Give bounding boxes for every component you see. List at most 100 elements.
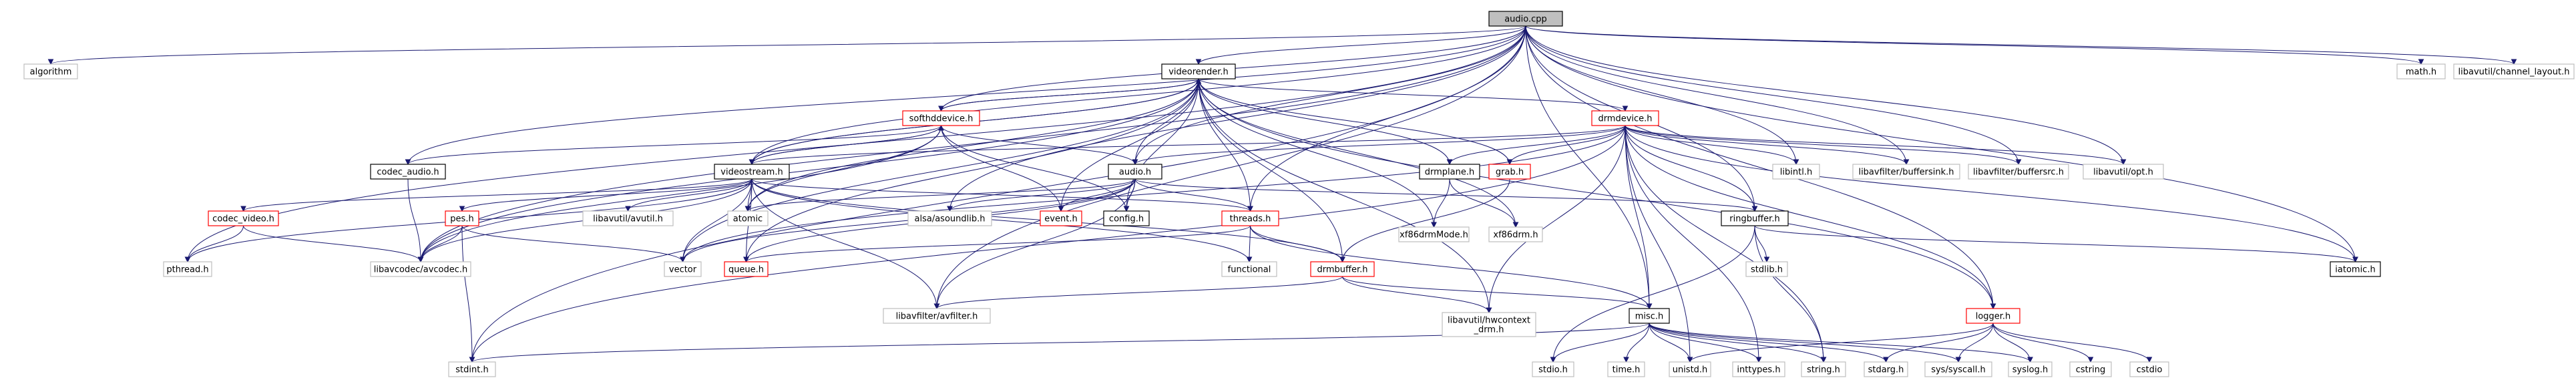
node-box: [727, 210, 769, 226]
edge-ringbuffer-to-iatomic: [1754, 225, 2358, 263]
node-label: xf86drmMode.h: [1400, 230, 1468, 240]
edge-videostream-to-avfilter: [751, 178, 940, 310]
node-label: libavfilter/buffersrc.h: [1973, 168, 2064, 178]
node-box: [1732, 361, 1785, 377]
node-codec-audio[interactable]: codec_audio.h: [370, 164, 446, 180]
node-vector: vector: [664, 261, 702, 277]
node-logger[interactable]: logger.h: [1966, 308, 2020, 324]
node-pes[interactable]: pes.h: [445, 210, 479, 226]
edges-layer: [47, 25, 2517, 363]
node-label: math.h: [2406, 67, 2436, 77]
edge-audio_cpp-to-avcodec: [417, 25, 1526, 263]
node-label: algorithm: [30, 67, 72, 77]
edge-drmplane-to-xf86drmmode: [1431, 178, 1450, 228]
node-queue[interactable]: queue.h: [724, 261, 769, 277]
edge-softhddevice-to-codec_audio: [405, 125, 941, 166]
node-syslog: syslog.h: [2008, 361, 2053, 377]
node-box: [2396, 63, 2446, 79]
node-box: [1852, 164, 1960, 180]
node-box: [2083, 164, 2164, 180]
edge-drmdevice-to-audio_h: [1132, 125, 1626, 166]
node-box: [1591, 110, 1659, 126]
node-label: cstdio: [2137, 365, 2163, 375]
edge-misc-to-syscall: [1649, 323, 1962, 363]
node-box: [582, 210, 674, 226]
node-label: stdarg.h: [1868, 365, 1904, 375]
node-box: [2129, 361, 2169, 377]
edge-codec_video-to-pthread: [184, 225, 244, 263]
node-label: string.h: [1807, 365, 1840, 375]
node-label: misc.h: [1635, 312, 1664, 322]
node-softhddevice[interactable]: softhddevice.h: [902, 110, 980, 126]
node-box: [1442, 312, 1536, 337]
edge-logger-to-cstdio: [1992, 323, 2153, 363]
edge-misc-to-time: [1623, 323, 1650, 363]
node-label: libavutil/hwcontext: [1448, 316, 1530, 326]
node-label: libavutil/opt.h: [2093, 168, 2153, 178]
node-label: pes.h: [450, 214, 473, 224]
node-videorender[interactable]: videorender.h: [1161, 63, 1236, 79]
edge-pes-to-vector: [461, 225, 686, 263]
node-label: logger.h: [1976, 312, 2011, 322]
node-box: [1398, 226, 1470, 242]
edge-logger-to-stdarg: [1883, 323, 1994, 363]
node-drmplane[interactable]: drmplane.h: [1419, 164, 1480, 180]
edge-videostream-to-threads: [751, 178, 1253, 212]
node-label: pthread.h: [166, 265, 208, 275]
node-threads[interactable]: threads.h: [1221, 210, 1279, 226]
node-drmbuffer[interactable]: drmbuffer.h: [1310, 261, 1375, 277]
node-ringbuffer[interactable]: ringbuffer.h: [1721, 210, 1789, 226]
node-box: [1801, 361, 1846, 377]
node-box: [445, 210, 479, 226]
node-atomic: atomic: [727, 210, 769, 226]
node-libintl: libintl.h: [1772, 164, 1820, 180]
edge-logger-to-unistd: [1687, 323, 1994, 363]
edge-threads-to-queue: [743, 225, 1251, 263]
edge-videostream-to-pes: [459, 178, 753, 212]
node-audio-h[interactable]: audio.h: [1108, 164, 1162, 180]
node-label: cstring: [2076, 365, 2105, 375]
node-stdint: stdint.h: [448, 361, 496, 377]
node-box: [1488, 226, 1543, 242]
node-box: [1721, 210, 1789, 226]
edge-audio_h-to-ringbuffer: [1134, 178, 1758, 212]
node-box: [208, 210, 279, 226]
node-label: grab.h: [1496, 168, 1524, 178]
edge-misc-to-stdint: [469, 323, 1650, 363]
node-box: [2330, 261, 2381, 277]
edge-audio_cpp-to-libintl: [1525, 25, 1799, 166]
node-iatomic[interactable]: iatomic.h: [2330, 261, 2381, 277]
node-label: videostream.h: [720, 168, 783, 178]
node-box: [23, 63, 78, 79]
edge-drmdevice-to-drmplane: [1446, 125, 1626, 166]
node-label: event.h: [1044, 214, 1077, 224]
node-grab[interactable]: grab.h: [1488, 164, 1531, 180]
node-box: [1310, 261, 1375, 277]
edge-videostream-to-codec_video: [240, 178, 753, 212]
node-misc[interactable]: misc.h: [1629, 308, 1670, 324]
edge-pes-to-stdint: [461, 225, 475, 363]
edge-misc-to-inttypes: [1649, 323, 1762, 363]
node-event[interactable]: event.h: [1040, 210, 1082, 226]
node-box: [714, 164, 790, 180]
node-box: [163, 261, 212, 277]
edge-logger-to-syslog: [1992, 323, 2033, 363]
edge-misc-to-string_h: [1649, 323, 1827, 363]
node-opt: libavutil/opt.h: [2083, 164, 2164, 180]
node-config[interactable]: config.h: [1103, 210, 1150, 226]
node-label: stdint.h: [455, 365, 488, 375]
node-box: [1221, 210, 1279, 226]
node-audio-cpp[interactable]: audio.cpp: [1488, 11, 1563, 27]
node-videostream[interactable]: videostream.h: [714, 164, 790, 180]
edge-drmdevice-to-buffersink: [1625, 125, 1910, 166]
node-drmdevice[interactable]: drmdevice.h: [1591, 110, 1659, 126]
node-avcodec: libavcodec/avcodec.h: [370, 261, 471, 277]
edge-pes-to-avcodec: [417, 225, 463, 263]
edge-drmdevice-to-hwcontext: [1486, 125, 1626, 314]
node-box: [2453, 63, 2575, 79]
node-codec-video[interactable]: codec_video.h: [208, 210, 279, 226]
node-buffersrc: libavfilter/buffersrc.h: [1968, 164, 2069, 180]
edge-audio_cpp-to-buffersink: [1525, 25, 1910, 166]
node-string-h: string.h: [1801, 361, 1846, 377]
node-label: inttypes.h: [1737, 365, 1780, 375]
